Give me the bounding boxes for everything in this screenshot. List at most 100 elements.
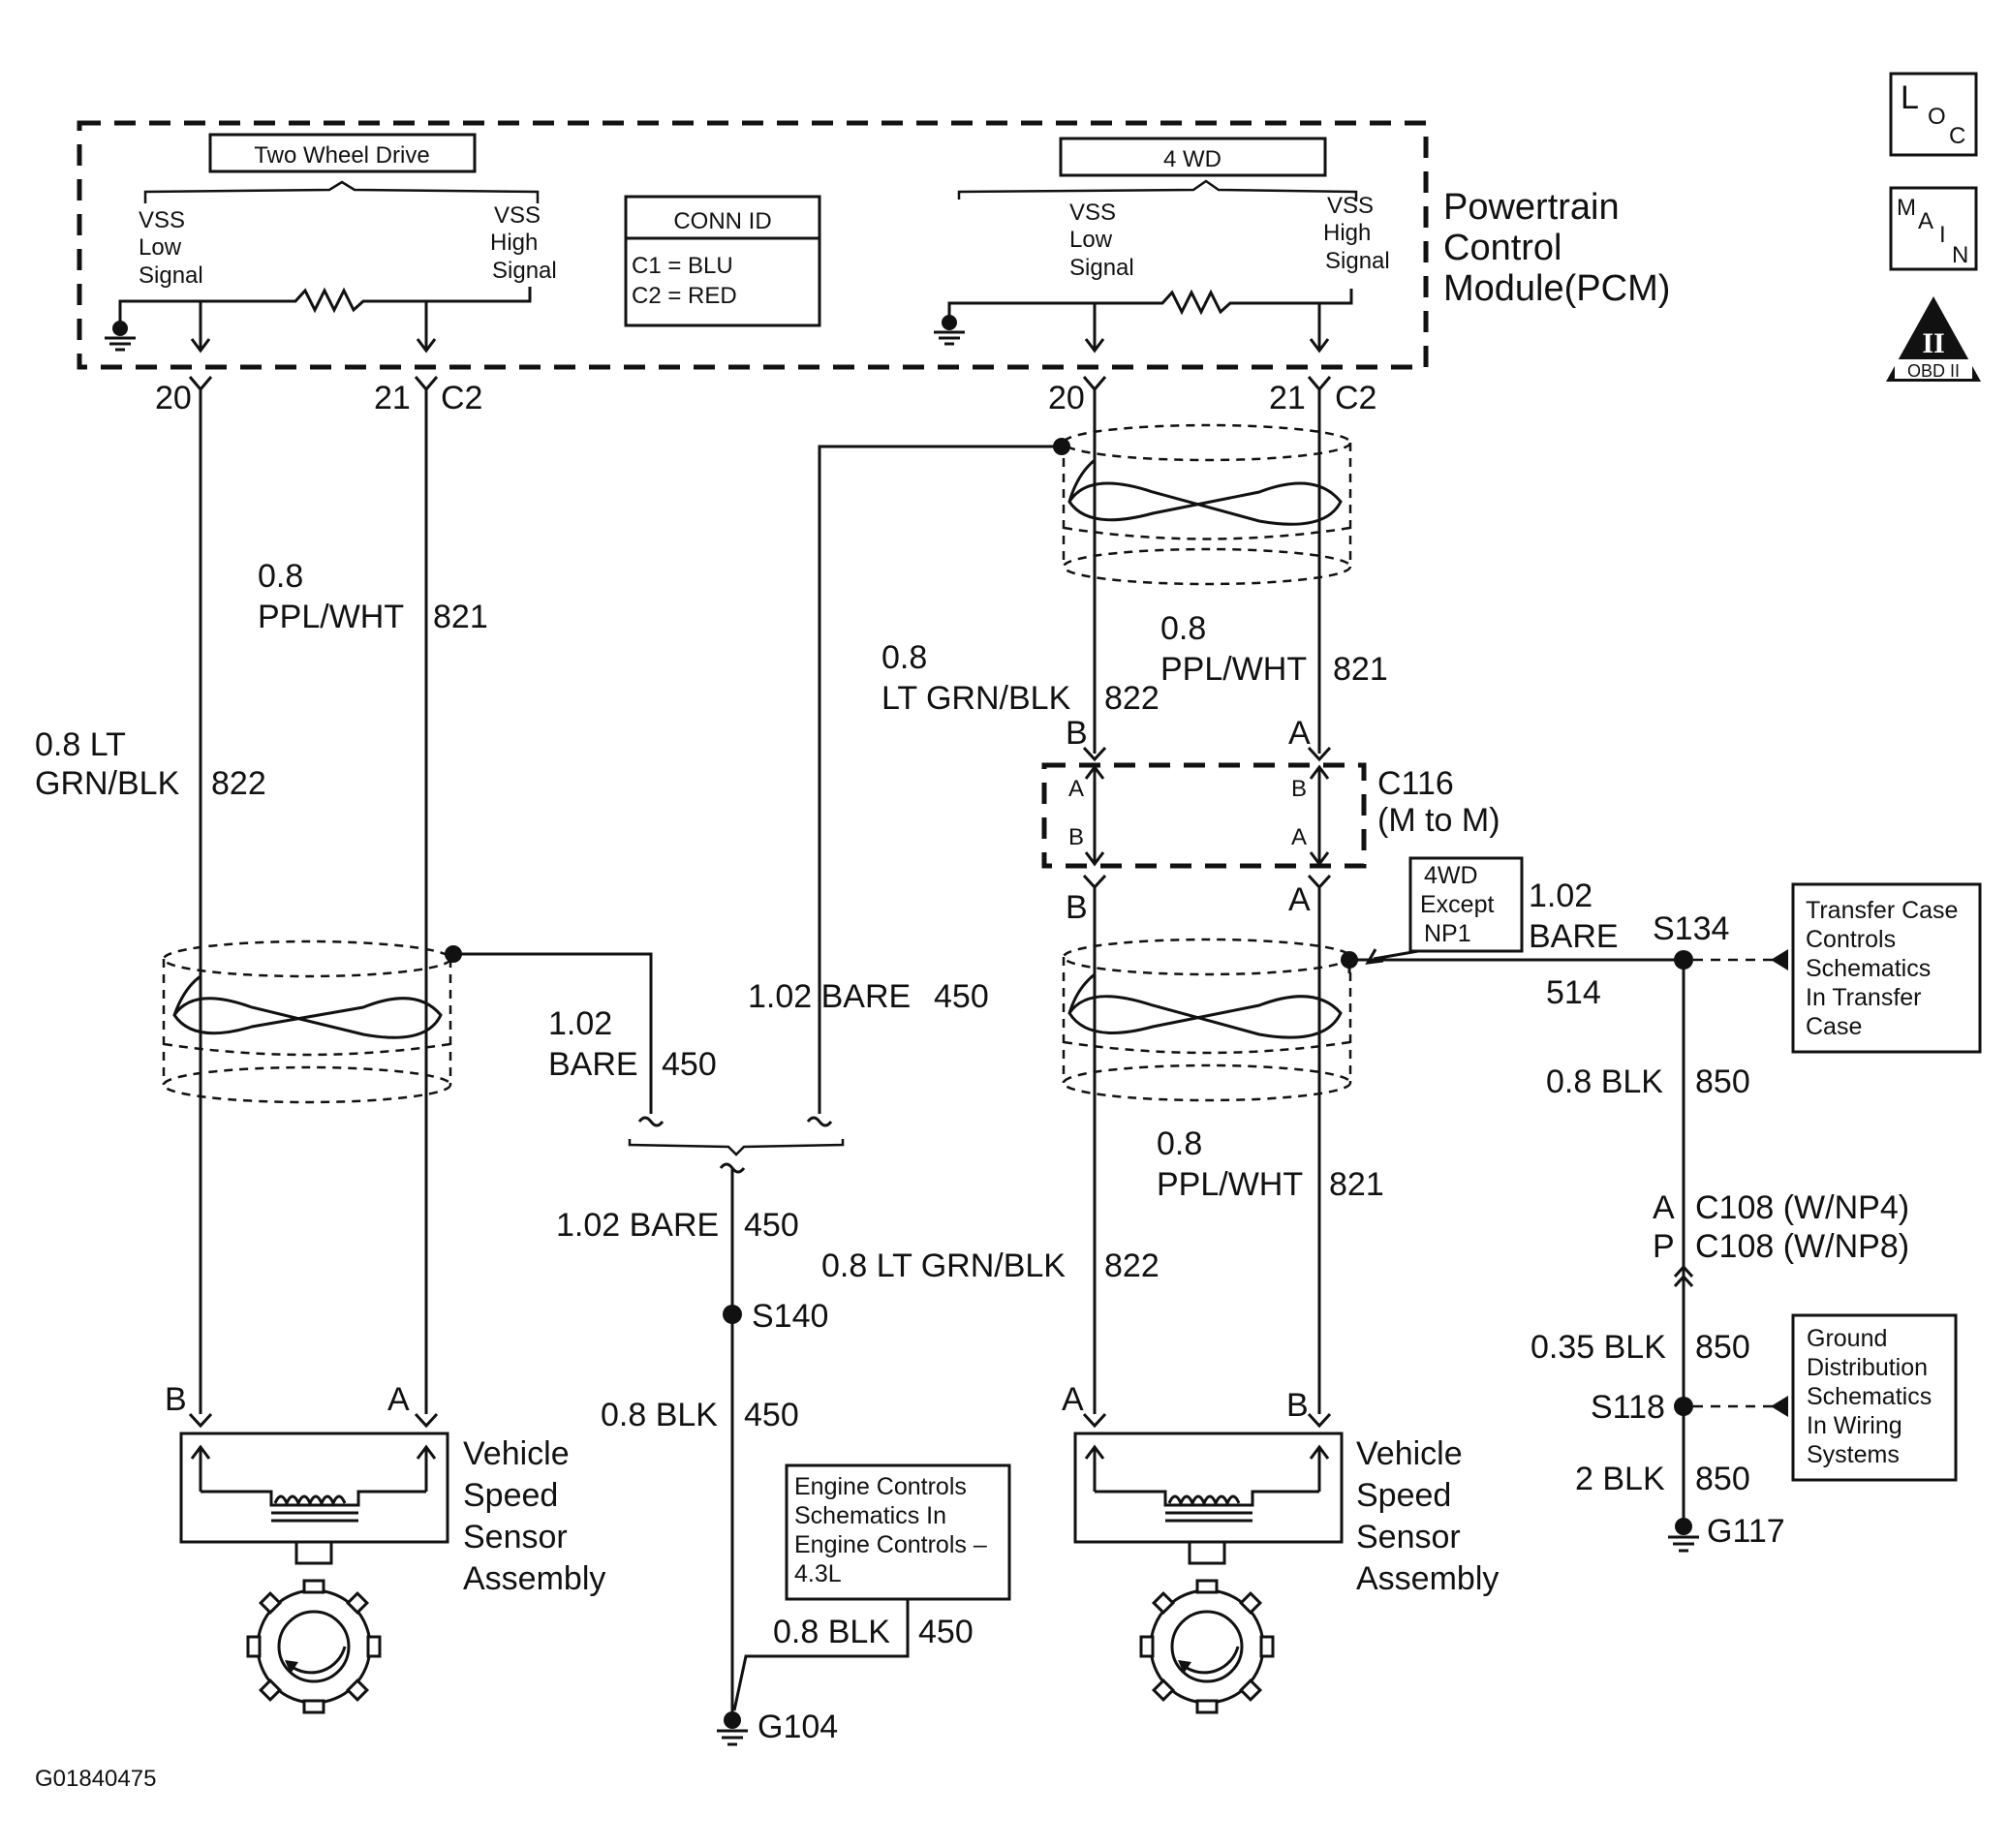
terminal-right-21 <box>1307 376 1332 392</box>
drain-wire-left <box>453 952 653 1114</box>
engine-controls-box: Engine Controls Schematics In Engine Con… <box>785 1463 1011 1601</box>
conn-id-c2: C2 = RED <box>632 283 737 309</box>
svg-text:Transfer Case: Transfer Case <box>1806 897 1958 924</box>
c108-label-np8: C108 (W/NP8) <box>1695 1228 1909 1265</box>
two-wd-label-box <box>208 133 477 173</box>
label-right-822-upper: 0.8 LT GRN/BLK 822 <box>881 639 1160 717</box>
svg-text:Distribution: Distribution <box>1807 1354 1928 1381</box>
pcm-left-arrow-21 <box>416 338 437 354</box>
terminal-c108-bottom <box>1673 1274 1694 1288</box>
svg-text:Systems: Systems <box>1807 1441 1900 1468</box>
figure-id: G01840475 <box>35 1766 156 1792</box>
c116-bot-a: A <box>1288 881 1311 918</box>
conn-id-box: CONN ID C1 = BLU C2 = RED <box>624 195 821 327</box>
splice-s118-label: S118 <box>1591 1389 1665 1426</box>
ground-symbol-icon <box>105 321 136 352</box>
two-wd-label: Two Wheel Drive <box>254 142 429 169</box>
svg-text:L: L <box>1901 79 1919 116</box>
pcm-left-arrow-20 <box>190 338 211 354</box>
twisted-pair-shield-right-lower <box>1062 938 1352 1102</box>
terminal-sensor-right-a <box>1082 1412 1107 1429</box>
sensor-right-label: Vehicle Speed Sensor Assembly <box>1356 1435 1499 1597</box>
wire-break-left <box>637 1116 665 1127</box>
label-left-821: 0.8 PPL/WHT 821 <box>258 558 488 635</box>
ground-g104-icon <box>717 1711 748 1746</box>
pin-left-c2: C2 <box>441 380 482 416</box>
sensor-left-pin-b: B <box>165 1381 187 1418</box>
np1-pointer-arrow <box>1373 949 1419 961</box>
c108-pin-a: A <box>1653 1189 1675 1226</box>
four-wd-except-np1-box: 4WD Except NP1 <box>1408 856 1524 953</box>
vss-high-label-right: VSS High Signal <box>1323 193 1390 274</box>
np1-pointer-arrowhead <box>1365 948 1384 965</box>
c108-label-np4: C108 (W/NP4) <box>1695 1189 1909 1226</box>
c108-pin-p: P <box>1653 1228 1675 1265</box>
label-left-450: 1.02 BARE 450 <box>548 1005 717 1083</box>
splice-s118 <box>1674 1397 1693 1416</box>
svg-text:4.3L: 4.3L <box>794 1560 842 1587</box>
sensor-right-pin-b: B <box>1286 1387 1309 1424</box>
vss-low-label-left: VSS Low Signal <box>139 207 203 289</box>
svg-text:Schematics In: Schematics In <box>794 1502 946 1529</box>
terminal-sensor-left-a <box>414 1412 439 1429</box>
terminal-sensor-left-b <box>188 1412 213 1429</box>
terminal-c116-bot-b <box>1082 874 1107 890</box>
svg-text:In Transfer: In Transfer <box>1806 984 1922 1011</box>
pin-left-21: 21 <box>374 380 411 416</box>
c116-arrow-a-up <box>1309 764 1330 780</box>
ground-symbol-icon <box>934 315 965 346</box>
conn-id-c1: C1 = BLU <box>632 253 733 279</box>
c116-in-a2: A <box>1291 824 1307 850</box>
label-right-821-upper: 0.8 PPL/WHT 821 <box>1160 610 1388 688</box>
c116-arrow-b-down <box>1084 851 1105 867</box>
vehicle-speed-sensor-right-icon <box>1073 1432 1344 1714</box>
four-wd-label: 4 WD <box>1163 146 1221 172</box>
pcm-right-arrow-21 <box>1309 338 1330 354</box>
wire-engine-controls <box>732 1599 910 1711</box>
c116-in-b: B <box>1068 824 1084 850</box>
svg-text:Except: Except <box>1420 891 1494 918</box>
svg-text:I: I <box>1939 222 1946 248</box>
pcm-right-arrow-20 <box>1084 338 1105 354</box>
pin-right-20: 20 <box>1048 380 1085 416</box>
ground-distribution-box: Ground Distribution Schematics In Wiring… <box>1791 1313 1958 1482</box>
two-wd-brace <box>143 180 540 203</box>
pin-right-21: 21 <box>1269 380 1306 416</box>
label-left-822: 0.8 LT GRN/BLK 822 <box>35 726 266 802</box>
arrow-transfer-icon <box>1771 949 1788 970</box>
label-right-850-b: 0.35 BLK 850 <box>1531 1329 1750 1366</box>
sensor-right-pin-a: A <box>1062 1381 1084 1418</box>
terminal-c116-top-a <box>1307 746 1332 762</box>
c116-top-b: B <box>1066 715 1088 752</box>
c116-label: C116 (M to M) <box>1377 765 1500 839</box>
svg-text:4WD: 4WD <box>1424 862 1478 889</box>
c116-arrow-b-up <box>1084 764 1105 780</box>
c116-arrow-a-down <box>1309 851 1330 867</box>
terminal-right-20 <box>1082 376 1107 392</box>
twisted-pair-shield-right-upper <box>1062 423 1352 586</box>
svg-text:C: C <box>1949 123 1965 149</box>
main-icon: M A I N <box>1889 186 1978 271</box>
svg-text:M: M <box>1897 195 1916 221</box>
splice-s140-label: S140 <box>752 1298 828 1335</box>
ground-g104-label: G104 <box>758 1709 838 1745</box>
four-wd-label-box <box>1059 137 1327 177</box>
splice-s134-label: S134 <box>1653 910 1729 947</box>
svg-text:A: A <box>1918 208 1933 234</box>
c116-boundary <box>1041 762 1367 869</box>
c116-in-a: A <box>1068 776 1084 802</box>
merge-brace <box>628 1139 845 1156</box>
label-mid-450-top: 1.02 BARE 450 <box>748 978 989 1015</box>
conn-id-title: CONN ID <box>673 208 771 234</box>
obd-ii-icon: II OBD II <box>1886 296 1981 382</box>
svg-text:Case: Case <box>1806 1013 1862 1040</box>
splice-s140 <box>723 1305 742 1324</box>
pin-left-20: 20 <box>155 380 192 416</box>
svg-text:II: II <box>1922 327 1944 359</box>
terminal-left-20 <box>188 376 213 392</box>
pin-right-c2: C2 <box>1335 380 1376 416</box>
pcm-title: Powertrain Control Module(PCM) <box>1443 187 1670 309</box>
svg-text:Engine Controls: Engine Controls <box>794 1473 967 1500</box>
drain-wire-right-top <box>818 445 1062 1114</box>
